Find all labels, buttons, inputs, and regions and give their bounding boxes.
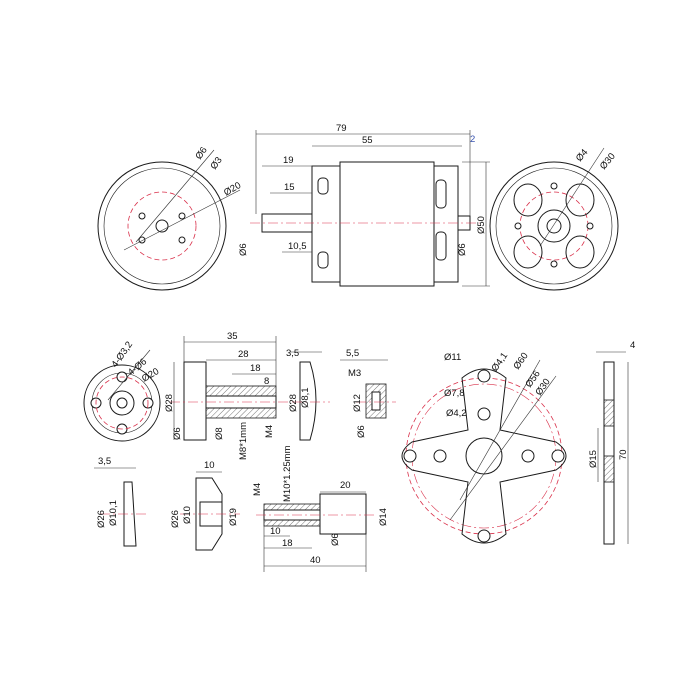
label-adapter-d6: Ø6 <box>172 427 183 440</box>
label-adapter-thread: M8*1mm <box>238 422 249 460</box>
label-adapter-28: 28 <box>238 349 249 360</box>
label-back-d4: Ø4 <box>574 147 591 164</box>
label-bolt-40: 40 <box>310 555 321 566</box>
label-front-d20: Ø20 <box>222 180 243 199</box>
label-cone-d26: Ø26 <box>170 510 181 528</box>
label-cone-d10: Ø10 <box>182 506 193 524</box>
label-top-d50: Ø50 <box>476 216 487 234</box>
label-bolt-d6: Ø6 <box>330 533 341 546</box>
disc-view <box>94 467 146 547</box>
cross-mount-view <box>401 359 567 544</box>
label-disc-d26: Ø26 <box>96 510 107 528</box>
label-top-79: 79 <box>336 123 347 134</box>
label-adapter-d28: Ø28 <box>164 394 175 412</box>
label-cone-10: 10 <box>204 460 215 471</box>
motor-rear-view <box>489 147 619 291</box>
label-top-19: 19 <box>283 155 294 166</box>
nut-view <box>340 359 396 419</box>
label-adapter-35: 35 <box>227 331 238 342</box>
washer-view <box>290 351 330 441</box>
label-washer-d28: Ø28 <box>288 394 299 412</box>
label-washer-d81: Ø8,1 <box>300 387 311 408</box>
label-top-55: 55 <box>362 135 373 146</box>
label-nut-d6: Ø6 <box>356 425 367 438</box>
side-plate-view <box>596 351 629 545</box>
label-mount-d11: Ø11 <box>444 352 461 363</box>
label-adapter-d8: Ø8 <box>214 427 225 440</box>
label-top-10-5: 10,5 <box>288 241 307 252</box>
prop-adapter-view <box>170 336 290 441</box>
label-mount-d42: Ø4,2 <box>446 408 467 419</box>
label-bolt-10: 10 <box>270 526 281 537</box>
motor-front-view <box>97 149 241 291</box>
label-adapter-8: 8 <box>264 376 269 387</box>
label-front-d3: Ø3 <box>208 155 224 172</box>
cross-disc-view <box>83 349 161 442</box>
label-back-d30: Ø30 <box>598 151 618 172</box>
label-bolt-thread: M10*1.25mm <box>282 445 293 502</box>
label-side-4: 4 <box>630 340 635 351</box>
label-top-15: 15 <box>284 182 295 193</box>
label-bolt-m4: M4 <box>252 483 263 496</box>
motor-side-view <box>250 130 490 287</box>
label-side-15: Ø15 <box>588 450 599 468</box>
label-nut-d12: Ø12 <box>352 394 363 412</box>
label-adapter-18: 18 <box>250 363 261 374</box>
label-bolt-18: 18 <box>282 538 293 549</box>
label-bolt-20: 20 <box>340 480 351 491</box>
label-disc-d101: Ø10,1 <box>108 500 119 526</box>
label-nut-55: 5,5 <box>346 348 359 359</box>
bolt-view <box>256 491 376 572</box>
label-nut-m3: M3 <box>348 368 361 379</box>
label-washer-35: 3,5 <box>286 348 299 359</box>
label-side-70: 70 <box>618 449 629 460</box>
label-mount-d41: Ø4,1 <box>489 351 510 374</box>
label-adapter-m4: M4 <box>264 425 275 438</box>
label-cone-d19: Ø19 <box>228 508 239 526</box>
label-bolt-d14: Ø14 <box>378 508 389 526</box>
label-front-d6: Ø6 <box>193 145 209 162</box>
label-top-d6-right: Ø6 <box>457 243 468 256</box>
cone-view <box>180 471 240 551</box>
label-mount-d78: Ø7,8 <box>444 388 465 399</box>
label-top-2: 2 <box>470 134 475 145</box>
label-disc-35: 3,5 <box>98 456 111 467</box>
label-mount-d60: Ø60 <box>511 351 530 372</box>
label-top-d6-left: Ø6 <box>238 243 249 256</box>
